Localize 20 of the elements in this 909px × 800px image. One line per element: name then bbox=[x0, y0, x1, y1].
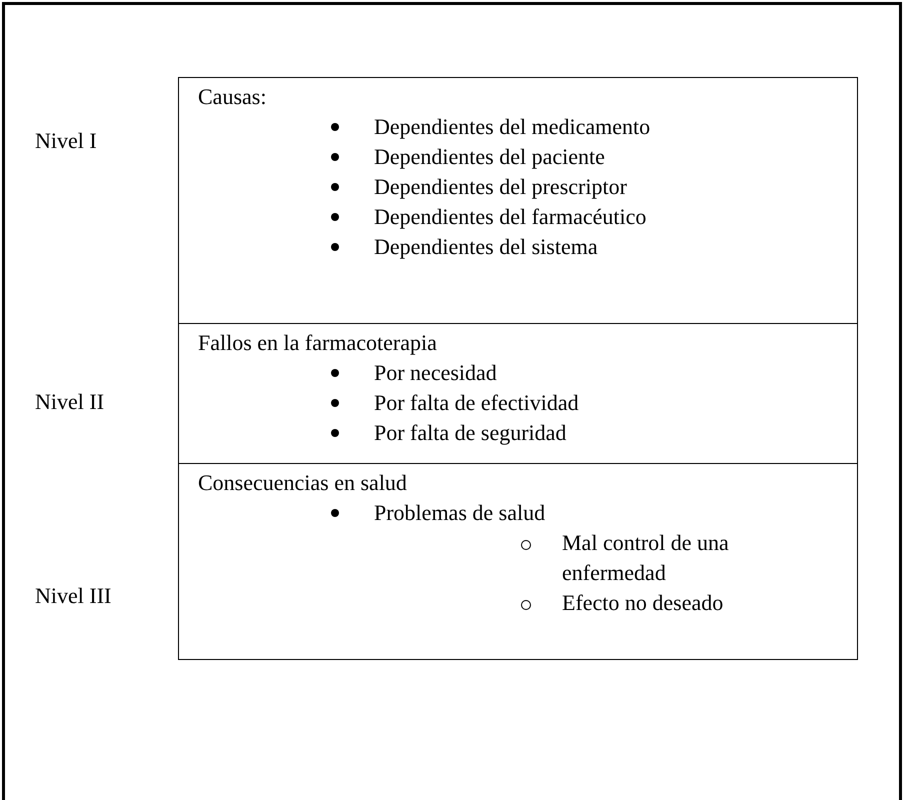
list-item: Problemas de salud bbox=[374, 499, 546, 527]
list-item: Mal control de una enfermedad bbox=[562, 529, 730, 587]
list-item: Efecto no deseado bbox=[562, 589, 724, 617]
list-item: Dependientes del sistema bbox=[374, 233, 598, 261]
list-item: Por falta de seguridad bbox=[374, 419, 566, 447]
list-box bbox=[178, 77, 858, 324]
list-item: Por necesidad bbox=[374, 359, 497, 387]
list-item: Dependientes del prescriptor bbox=[374, 173, 627, 201]
list-item: Dependientes del medicamento bbox=[374, 113, 650, 141]
list-box bbox=[178, 463, 858, 660]
level-label: Nivel II bbox=[35, 388, 104, 416]
level-label: Nivel I bbox=[35, 127, 97, 155]
list-item: Por falta de efectividad bbox=[374, 389, 579, 417]
list-box bbox=[178, 323, 858, 464]
list-item: Dependientes del paciente bbox=[374, 143, 605, 171]
list-item: Dependientes del farmacéutico bbox=[374, 203, 646, 231]
box-heading: Fallos en la farmacoterapia bbox=[198, 329, 437, 357]
box-heading: Causas: bbox=[198, 83, 266, 111]
box-heading: Consecuencias en salud bbox=[198, 469, 407, 497]
level-label: Nivel III bbox=[35, 582, 112, 610]
